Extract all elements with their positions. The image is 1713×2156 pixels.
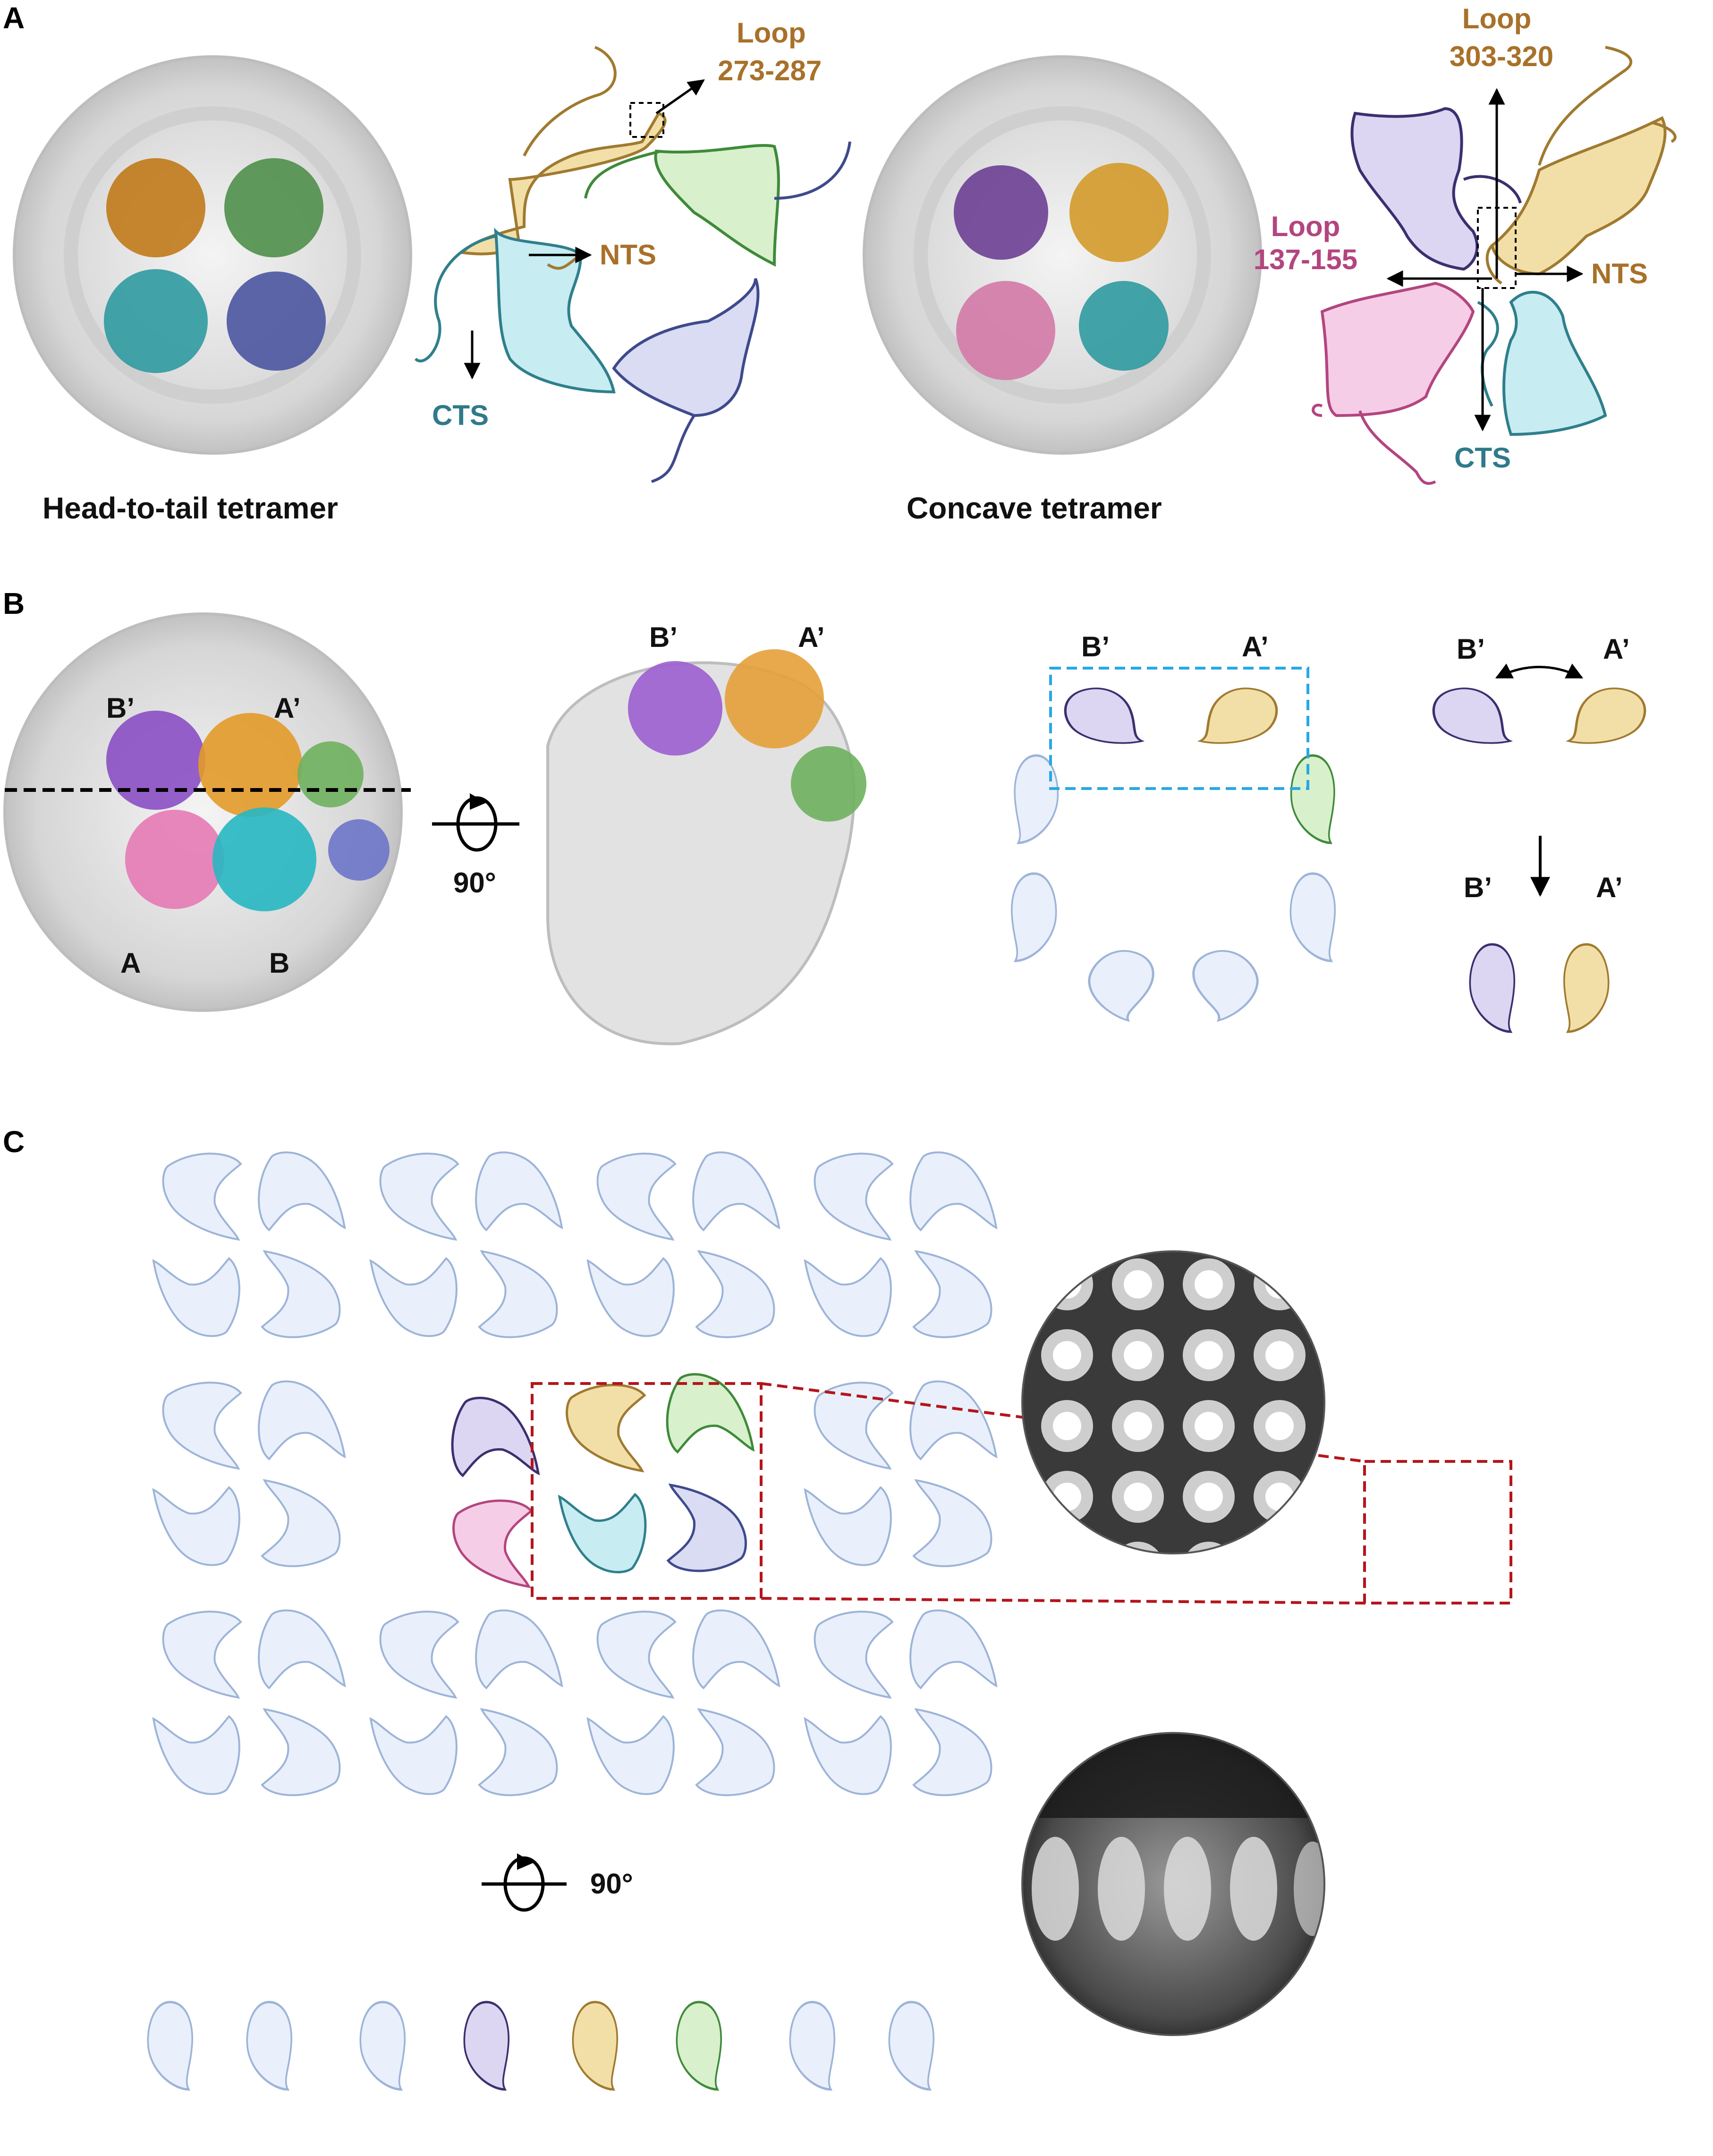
lattice-subunit — [478, 1250, 558, 1338]
em-map-top-view — [3, 612, 403, 1012]
swap-arrow — [1495, 663, 1584, 679]
lattice-subunit — [258, 1151, 346, 1231]
em-map-concave — [863, 55, 1262, 455]
lattice-subunit — [370, 1257, 458, 1337]
lattice-subunit — [913, 1479, 992, 1567]
lattice-subunit — [909, 1380, 997, 1460]
lattice-subunit — [261, 1479, 341, 1567]
schematic-label-a-prime: A’ — [1242, 631, 1269, 662]
lattice-subunit — [909, 1609, 997, 1689]
label-loop-303-line2: 303-320 — [1450, 41, 1553, 72]
highlight-box-cyan — [1049, 667, 1309, 790]
arrow-loop-273-287 — [655, 79, 705, 115]
class-average-side-view — [1022, 1733, 1324, 2035]
em-map-head-to-tail — [13, 55, 412, 455]
rotation-label-b: 90° — [453, 867, 496, 899]
lattice-subunit — [152, 1715, 240, 1795]
lattice-subunit — [475, 1609, 563, 1689]
red-dashed-box-lattice — [531, 1382, 763, 1600]
rotation-arrowhead-c — [517, 1853, 534, 1870]
panel-label-b: B — [3, 586, 25, 620]
lattice-subunit — [804, 1486, 892, 1566]
ring-schematic-b — [1012, 682, 1335, 1022]
lattice-subunit — [379, 1153, 459, 1240]
lattice-subunit — [587, 1715, 675, 1795]
head-to-tail-schematic — [414, 46, 851, 483]
lattice-subunit — [261, 1250, 341, 1338]
caption-head-to-tail: Head-to-tail tetramer — [42, 491, 338, 525]
highlighted-tetramer-c — [452, 1375, 753, 1587]
lattice-subunit — [162, 1153, 242, 1240]
side-view-row-c — [148, 2002, 933, 2089]
map-label-a-prime: A’ — [274, 692, 301, 724]
lattice-subunit — [379, 1611, 459, 1698]
label-cts-left: CTS — [432, 399, 489, 431]
map-label-b: B — [269, 947, 289, 979]
side-label-a-prime: A’ — [798, 621, 825, 653]
lattice-subunit — [152, 1486, 240, 1566]
lattice-subunit — [587, 1257, 675, 1337]
label-nts-left: NTS — [600, 239, 656, 271]
lattice-subunit — [814, 1153, 893, 1240]
lattice-subunit — [261, 1708, 341, 1796]
rotation-label-c: 90° — [590, 1868, 633, 1900]
label-loop-273-line1: Loop — [737, 17, 806, 49]
label-loop-303-line1: Loop — [1462, 3, 1532, 34]
lattice-subunit — [596, 1611, 676, 1698]
lattice-subunit — [152, 1257, 240, 1337]
lattice-subunit — [913, 1250, 992, 1338]
pair-top-label-b-prime: B’ — [1457, 633, 1485, 665]
red-dashed-box-class-average — [1363, 1460, 1512, 1604]
lattice-subunit — [162, 1382, 242, 1469]
concave-schematic — [1312, 46, 1677, 485]
lattice-grid — [152, 1151, 997, 1796]
lattice-subunit — [909, 1151, 997, 1231]
pair-bottom-label-b-prime: B’ — [1464, 872, 1492, 903]
label-loop-273-line2: 273-287 — [718, 55, 822, 86]
panel-label-c: C — [3, 1125, 25, 1159]
map-label-a: A — [120, 947, 141, 979]
class-average-top-view — [1022, 1251, 1324, 1553]
lattice-subunit — [695, 1708, 775, 1796]
rotation-arrowhead-b — [470, 793, 486, 810]
pair-bottom-label-a-prime: A’ — [1596, 872, 1623, 903]
label-cts-right: CTS — [1454, 442, 1511, 474]
lattice-subunit — [596, 1153, 676, 1240]
lattice-subunit — [913, 1708, 992, 1796]
panel-label-a: A — [3, 1, 25, 35]
dimer-pair-top — [1423, 682, 1656, 755]
lattice-subunit — [814, 1382, 893, 1469]
zoom-line-bottom — [761, 1597, 1365, 1604]
lattice-subunit — [804, 1257, 892, 1337]
lattice-subunit — [692, 1151, 780, 1231]
label-nts-right: NTS — [1591, 258, 1648, 289]
side-label-b-prime: B’ — [649, 621, 678, 653]
schematic-label-b-prime: B’ — [1081, 631, 1110, 662]
lattice-subunit — [478, 1708, 558, 1796]
lattice-subunit — [258, 1609, 346, 1689]
label-loop-137-line1: Loop — [1271, 211, 1340, 242]
em-map-side-view — [546, 649, 866, 1045]
lattice-subunit — [162, 1611, 242, 1698]
caption-concave: Concave tetramer — [907, 491, 1162, 525]
map-label-b-prime: B’ — [106, 692, 135, 724]
pair-top-label-a-prime: A’ — [1603, 633, 1630, 665]
lattice-subunit — [692, 1609, 780, 1689]
label-loop-137-line2: 137-155 — [1254, 244, 1357, 275]
lattice-subunit — [475, 1151, 563, 1231]
lattice-subunit — [695, 1250, 775, 1338]
lattice-subunit — [370, 1715, 458, 1795]
dimer-pair-bottom — [1470, 944, 1608, 1032]
lattice-subunit — [258, 1380, 346, 1460]
lattice-subunit — [804, 1715, 892, 1795]
lattice-subunit — [814, 1611, 893, 1698]
